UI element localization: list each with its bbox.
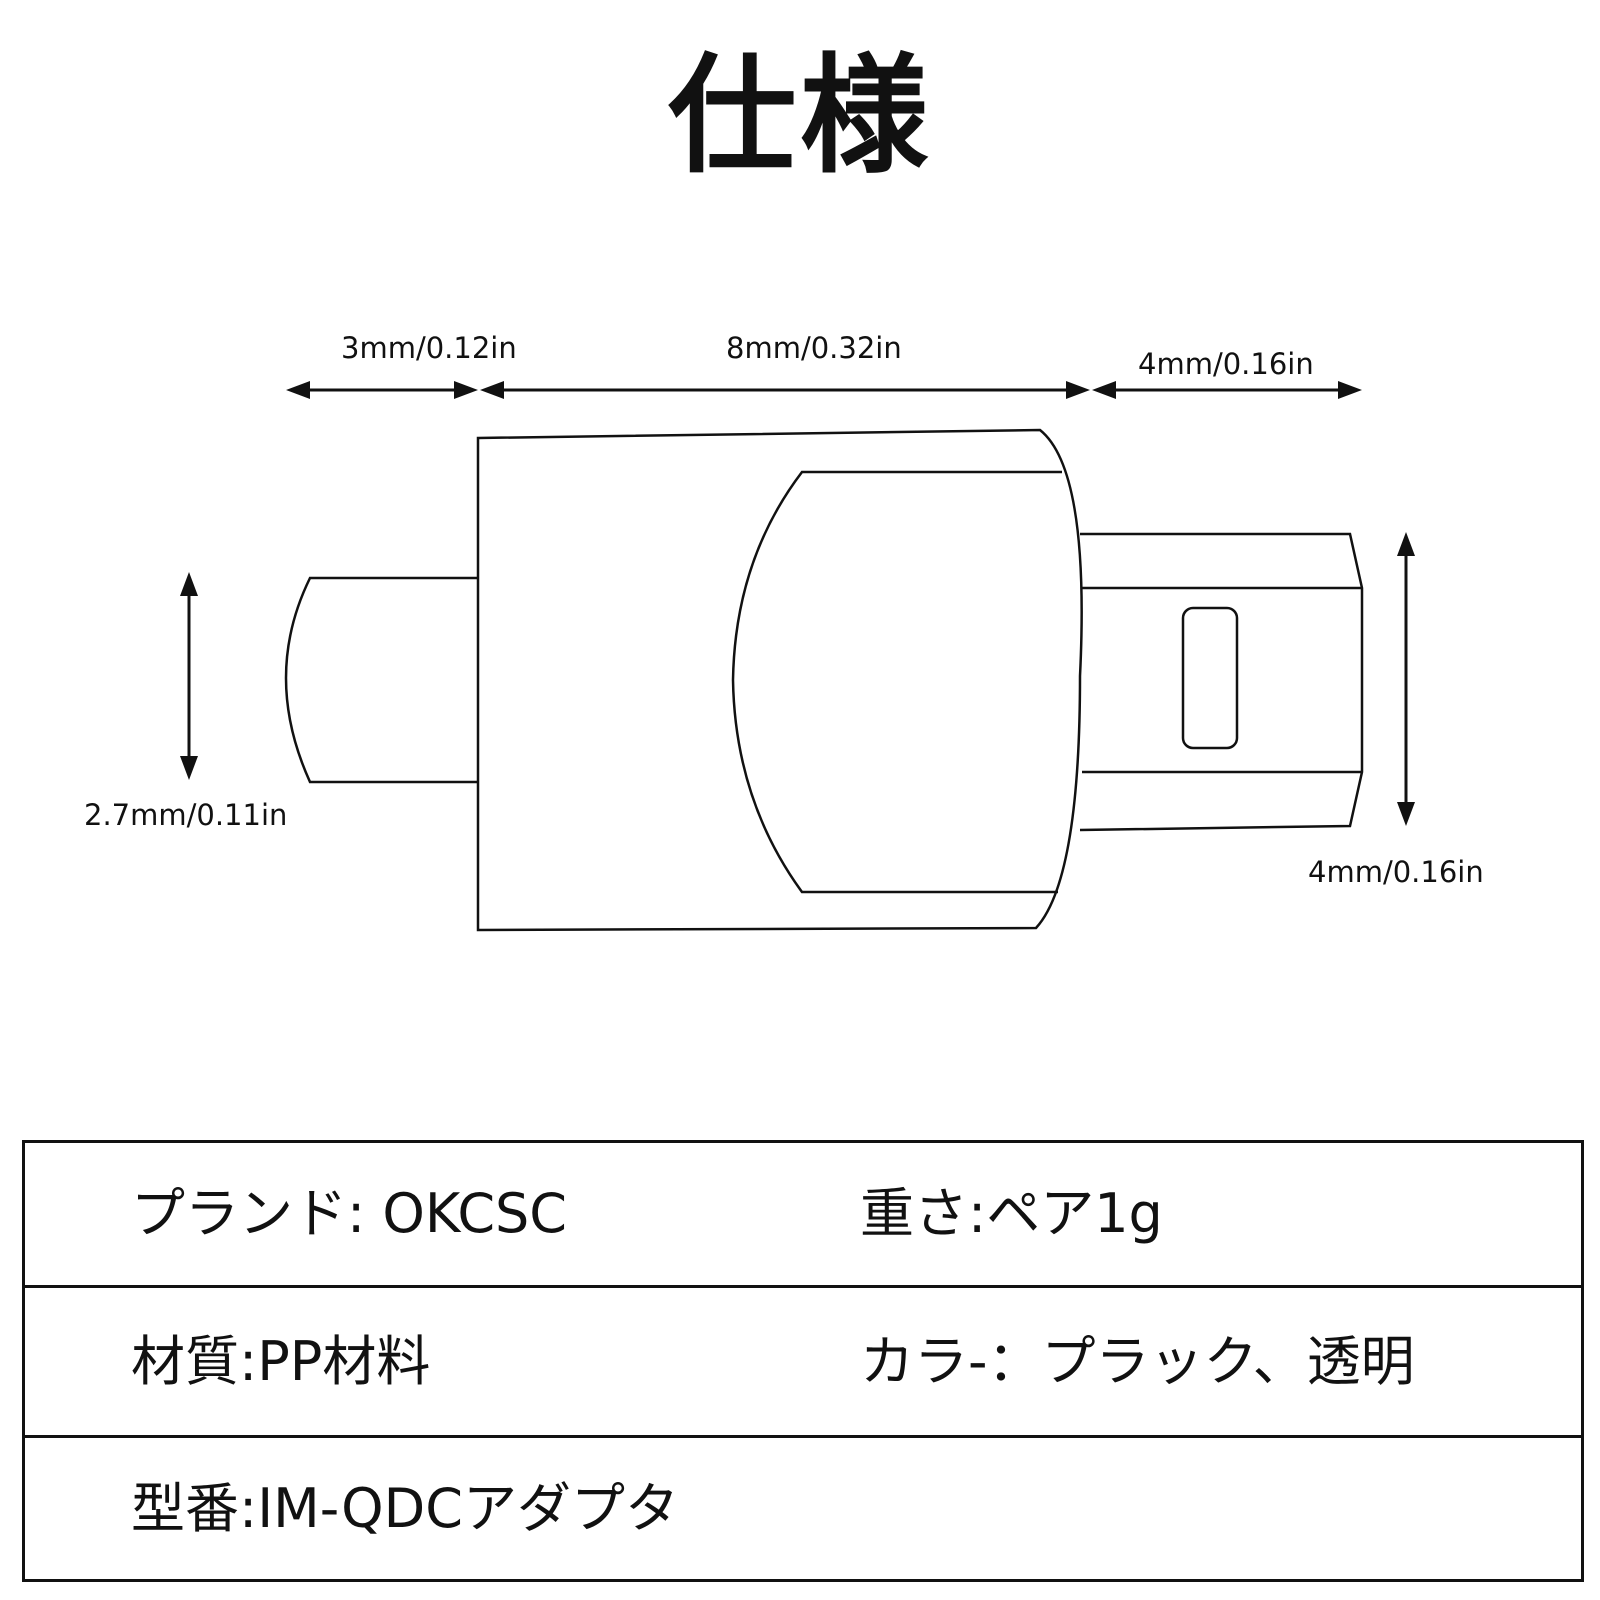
spec-color: カラ-：プラック、透明	[860, 1329, 1415, 1393]
spec-row: 型番:IM-QDCアダプタ	[25, 1438, 1581, 1579]
right-plug-band	[1082, 586, 1362, 774]
adapter-outline	[284, 428, 1364, 932]
inner-panel	[731, 470, 1062, 894]
dim-label-top-middle: 8mm/0.32in	[726, 331, 902, 365]
spec-brand: プランド: OKCSC	[131, 1182, 568, 1245]
dim-label-right-height: 4mm/0.16in	[1308, 855, 1484, 889]
spec-material: 材質:PP材料	[131, 1329, 431, 1393]
right-plug	[1079, 532, 1364, 832]
spec-model: 型番:IM-QDCアダプタ	[131, 1476, 679, 1540]
spec-table: プランド: OKCSC 重さ:ペア1g 材質:PP材料 カラ-：プラック、透明 …	[22, 1140, 1584, 1582]
page-title: 仕様	[667, 42, 932, 191]
left-pin	[284, 576, 478, 784]
dim-label-top-left: 3mm/0.12in	[341, 331, 517, 365]
spec-weight: 重さ:ペア1g	[860, 1182, 1163, 1245]
plug-slot	[1181, 606, 1239, 750]
spec-row: プランド: OKCSC 重さ:ペア1g	[25, 1143, 1581, 1288]
dim-label-top-right: 4mm/0.16in	[1138, 347, 1314, 381]
dimension-arrows	[180, 381, 1415, 826]
dim-label-left-height: 2.7mm/0.11in	[84, 798, 287, 832]
main-body	[476, 428, 1083, 932]
adapter-dimension-diagram: 3mm/0.12in 8mm/0.32in 4mm/0.16in 2.7mm/0…	[84, 331, 1484, 932]
spec-row: 材質:PP材料 カラ-：プラック、透明	[25, 1288, 1581, 1438]
